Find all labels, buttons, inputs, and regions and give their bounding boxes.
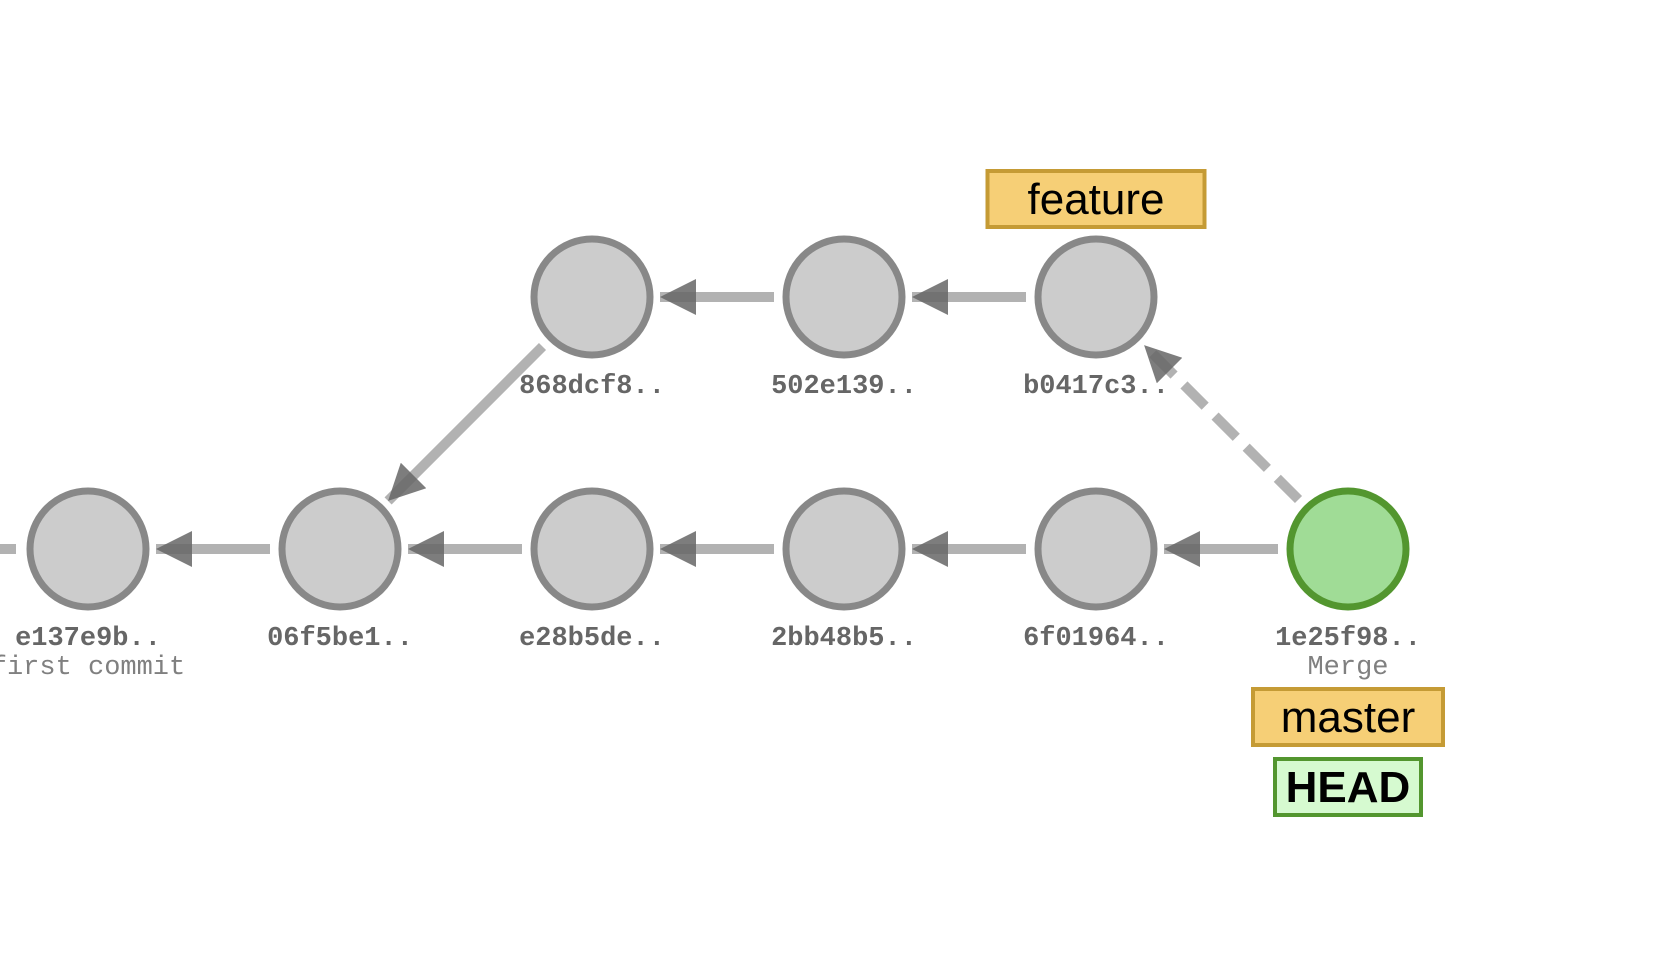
- commit-node[interactable]: e137e9b..first commit: [0, 487, 185, 683]
- branch-label-feature-box[interactable]: [985, 169, 1207, 229]
- commit-message-label: Merge: [1307, 653, 1388, 683]
- commit-circle[interactable]: [530, 487, 654, 611]
- commit-id-label: b0417c3..: [1023, 372, 1169, 402]
- commit-message-label: first commit: [0, 653, 185, 683]
- commit-circle[interactable]: [1034, 235, 1158, 359]
- commits-layer: e137e9b..first commit 06f5be1.. e28b5de.. 2…: [0, 235, 1421, 683]
- commit-node[interactable]: 06f5be1..: [267, 487, 413, 654]
- commit-id-label: e28b5de..: [519, 624, 665, 654]
- commit-node[interactable]: 502e139..: [771, 235, 917, 402]
- parent-edge: [384, 342, 547, 505]
- branch-label-feature[interactable]: feature: [985, 169, 1207, 229]
- commit-node[interactable]: b0417c3..: [1023, 235, 1169, 402]
- commit-circle[interactable]: [26, 487, 150, 611]
- commit-id-label: e137e9b..: [15, 624, 161, 654]
- commit-id-label: 06f5be1..: [267, 624, 413, 654]
- commit-id-label: 502e139..: [771, 372, 917, 402]
- merge-parent-edge: [1140, 341, 1303, 504]
- commit-id-label: 2bb48b5..: [771, 624, 917, 654]
- head-label-label: HEAD: [1286, 763, 1411, 812]
- commit-circle[interactable]: [782, 235, 906, 359]
- commit-id-label: 868dcf8..: [519, 372, 665, 402]
- edges-layer: [156, 279, 1303, 567]
- commit-node[interactable]: 1e25f98..Merge: [1275, 487, 1421, 683]
- head-label[interactable]: HEAD: [1273, 757, 1423, 817]
- head-label-box[interactable]: [1273, 757, 1423, 817]
- commit-circle[interactable]: [278, 487, 402, 611]
- commit-circle[interactable]: [782, 487, 906, 611]
- head-commit-circle[interactable]: [1286, 487, 1410, 611]
- branch-label-feature-label: feature: [1028, 175, 1165, 224]
- branch-label-master[interactable]: master: [1251, 687, 1445, 747]
- commit-node[interactable]: 868dcf8..: [519, 235, 665, 402]
- branch-label-master-box[interactable]: [1251, 687, 1445, 747]
- commit-node[interactable]: 2bb48b5..: [771, 487, 917, 654]
- commit-id-label: 1e25f98..: [1275, 624, 1421, 654]
- commit-circle[interactable]: [530, 235, 654, 359]
- branch-label-master-label: master: [1281, 693, 1415, 742]
- commit-circle[interactable]: [1034, 487, 1158, 611]
- commit-node[interactable]: 6f01964..: [1023, 487, 1169, 654]
- commit-id-label: 6f01964..: [1023, 624, 1169, 654]
- commit-node[interactable]: e28b5de..: [519, 487, 665, 654]
